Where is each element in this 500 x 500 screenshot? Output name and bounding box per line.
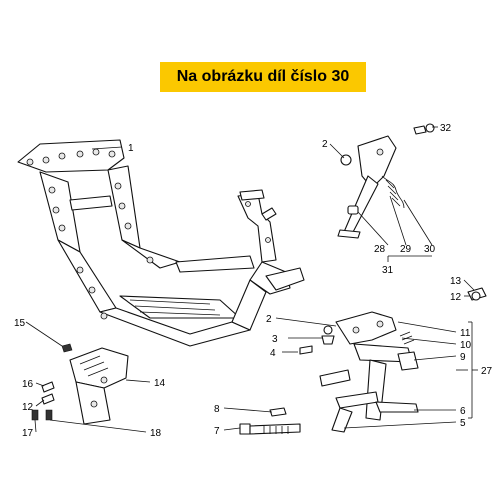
- callout-3: 3: [272, 334, 278, 345]
- callout-14: 14: [154, 378, 166, 389]
- callout-5: 5: [460, 418, 466, 429]
- center-stand-drawing: [299, 287, 487, 433]
- callout-16: 16: [22, 379, 34, 390]
- callout-8: 8: [214, 404, 220, 415]
- callout-27: 27: [481, 366, 493, 377]
- callout-12-top: 12: [450, 292, 462, 303]
- callout-10: 10: [460, 340, 472, 351]
- leader-lines: [25, 126, 478, 433]
- callout-18: 18: [150, 428, 162, 439]
- callout-2: 2: [322, 139, 328, 150]
- callout-11: 11: [460, 328, 471, 339]
- callout-labels: 1 2 32 28 29 30 31 13 12 15 2 11 3 10 4 …: [14, 123, 493, 439]
- callout-9: 9: [460, 352, 466, 363]
- banner-text: Na obrázku díl číslo 30: [176, 68, 350, 85]
- bracket-drawing: [31, 343, 129, 425]
- callout-30: 30: [424, 244, 436, 255]
- side-stand-drawing: [337, 123, 435, 239]
- callout-6: 6: [460, 406, 466, 417]
- callout-7: 7: [214, 426, 220, 437]
- callout-32: 32: [440, 123, 452, 134]
- part-number-banner: Na obrázku díl číslo 30: [160, 62, 366, 92]
- frame-drawing: [17, 139, 305, 347]
- callout-4: 4: [270, 348, 276, 359]
- bolts-drawing: [239, 407, 301, 435]
- callout-31: 31: [382, 265, 394, 276]
- callout-2-lower: 2: [266, 314, 272, 325]
- callout-28: 28: [374, 244, 386, 255]
- callout-15: 15: [14, 318, 26, 329]
- callout-1: 1: [128, 143, 134, 154]
- callout-12-left: 12: [22, 402, 34, 413]
- callout-13: 13: [450, 276, 462, 287]
- callout-29: 29: [400, 244, 412, 255]
- callout-17: 17: [22, 428, 34, 439]
